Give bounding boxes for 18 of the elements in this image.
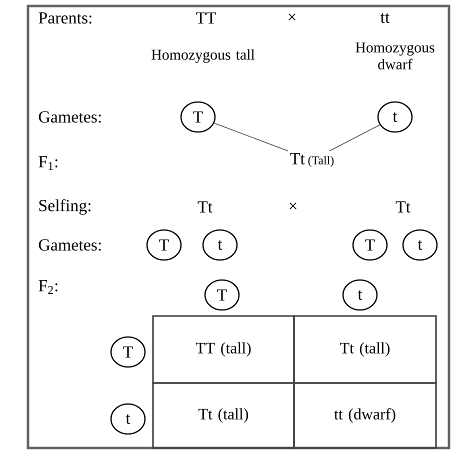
row-label: F$_{1}$:	[38, 156, 58, 170]
cross-sign: ×	[290, 202, 296, 210]
genotype: tt	[380, 13, 390, 23]
row-label: Gametes:	[38, 239, 101, 251]
genotype: TT	[196, 12, 216, 24]
row-label: F$_{2}$:	[38, 280, 58, 294]
punnett-cell: Tt (tall)	[293, 315, 437, 384]
row-label: Parents:	[38, 12, 92, 24]
row-label: Gametes:	[38, 111, 101, 123]
genotype-text: Tt (Tall)	[290, 153, 334, 167]
connector-line	[214, 122, 289, 152]
genotype: Tt	[198, 201, 212, 213]
punnett-cell: Tt (tall)	[152, 382, 295, 449]
genotype: Tt	[396, 201, 410, 213]
connector-line	[329, 124, 380, 152]
punnett-cell: TT (tall)	[152, 315, 295, 384]
punnett-cell: tt (dwarf)	[293, 382, 437, 449]
cross-sign: ×	[288, 13, 296, 20]
